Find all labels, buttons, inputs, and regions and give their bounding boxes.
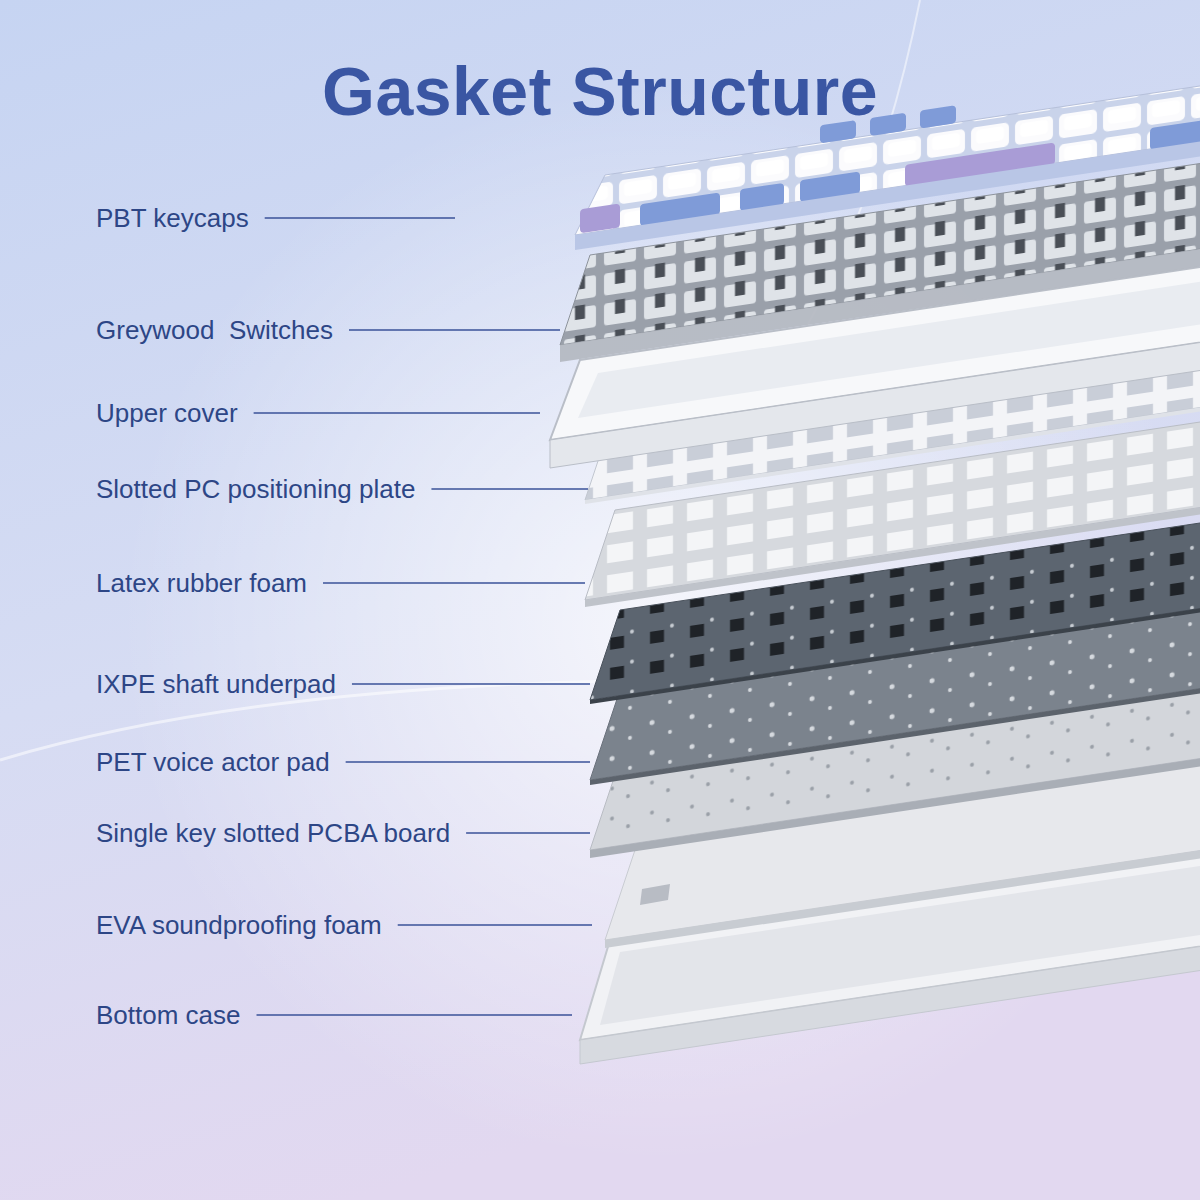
leader-line	[257, 1014, 572, 1015]
leader-line	[398, 924, 592, 925]
part-label: Latex rubber foam	[96, 568, 307, 599]
part-label: Single key slotted PCBA board	[96, 818, 450, 849]
leader-line	[431, 488, 588, 489]
leader-line	[466, 832, 590, 833]
part-label: EVA soundproofing foam	[96, 910, 382, 941]
leader-line	[254, 412, 540, 413]
part-label: PET voice actor pad	[96, 747, 330, 778]
leader-line	[323, 582, 585, 583]
leader-line	[346, 761, 590, 762]
part-label: Upper cover	[96, 398, 238, 429]
diagram-title: Gasket Structure	[0, 52, 1200, 130]
leader-line	[352, 683, 590, 684]
part-label: Slotted PC positioning plate	[96, 474, 415, 505]
part-label: Greywood Switches	[96, 315, 333, 346]
part-label: IXPE shaft underpad	[96, 669, 336, 700]
leader-line	[349, 329, 560, 330]
leader-line	[265, 217, 455, 218]
part-label: PBT keycaps	[96, 203, 249, 234]
part-label: Bottom case	[96, 1000, 241, 1031]
